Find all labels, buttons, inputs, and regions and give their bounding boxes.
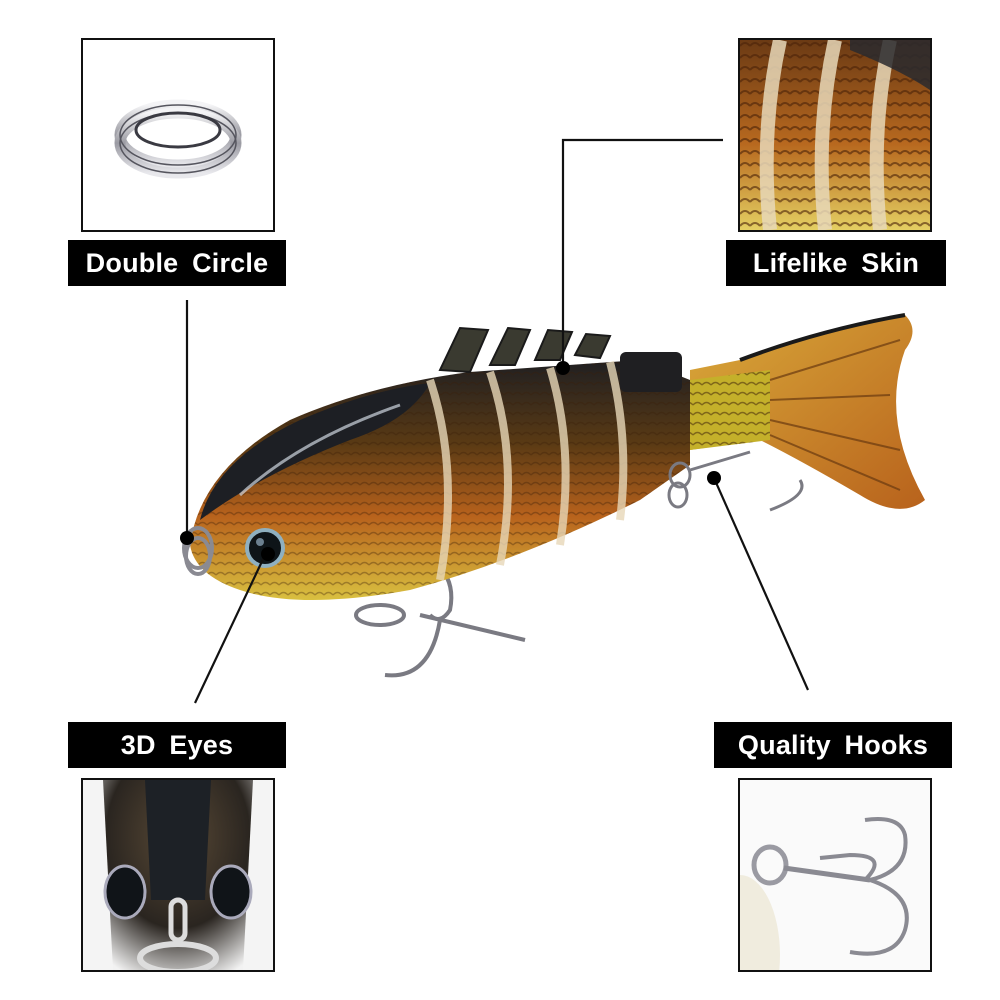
- split-ring-image: [114, 99, 242, 179]
- 3d-eyes-thumbnail: [81, 778, 275, 972]
- lifelike-skin-thumbnail: [738, 38, 932, 232]
- rear-treble-hook: [667, 450, 804, 512]
- quality-hooks-thumbnail: [738, 778, 932, 972]
- feature-label-lifelike-skin: Lifelike Skin: [726, 240, 946, 286]
- feature-label-3d-eyes: 3D Eyes: [68, 722, 286, 768]
- double-circle-thumbnail: [81, 38, 275, 232]
- feature-label-double-circle: Double Circle: [68, 240, 286, 286]
- lure-front-view-image: [83, 780, 273, 970]
- lure-eye: [245, 528, 285, 568]
- leader-lines: [185, 138, 810, 704]
- nose-split-ring: [182, 526, 214, 576]
- feature-label-quality-hooks: Quality Hooks: [714, 722, 952, 768]
- scale-pattern-image: [740, 40, 930, 230]
- leader-dots: [180, 361, 721, 561]
- front-treble-hook: [354, 543, 526, 678]
- treble-hook-image: [740, 780, 930, 970]
